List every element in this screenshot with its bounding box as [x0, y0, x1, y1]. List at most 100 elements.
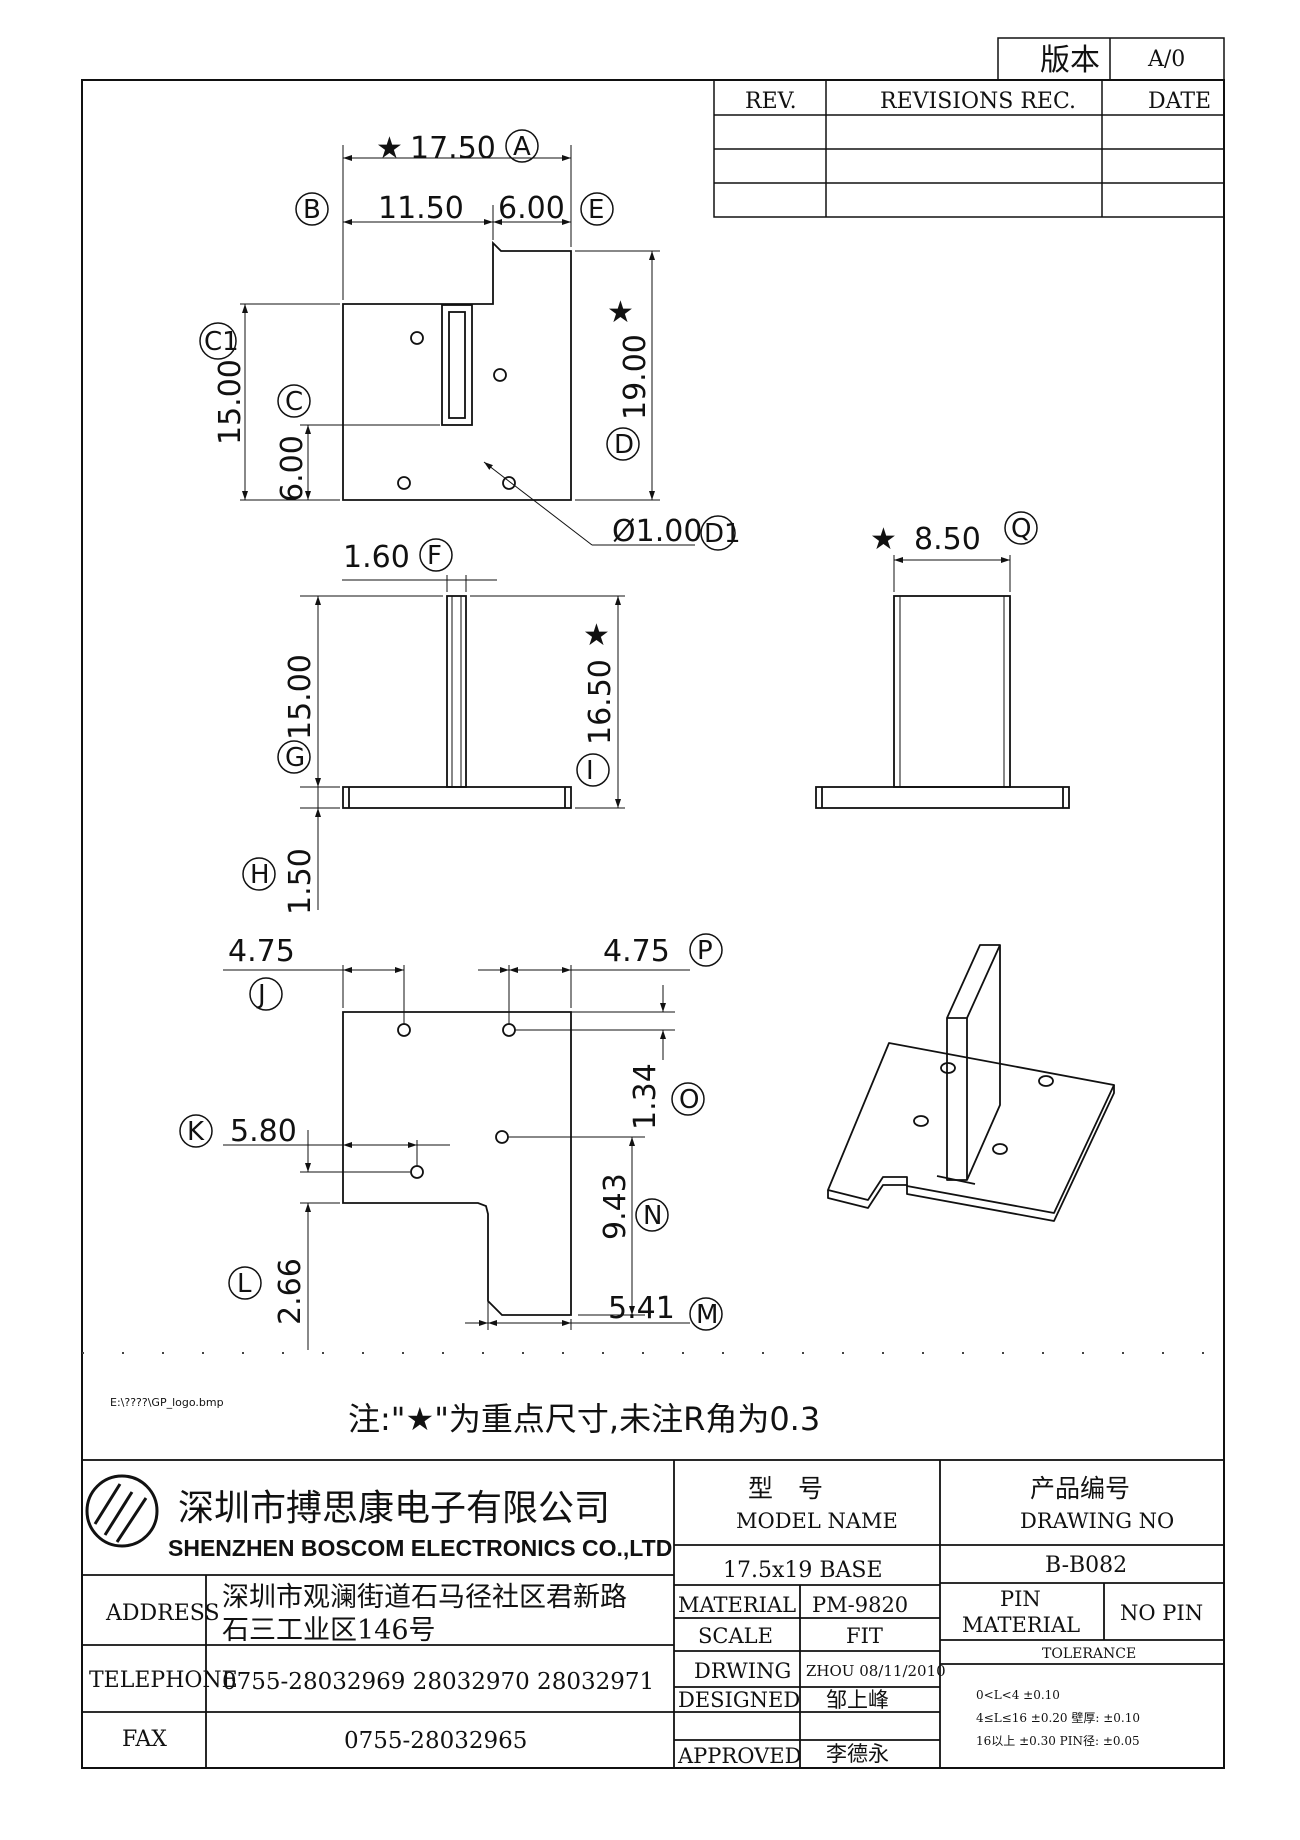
tag-circle [179, 1114, 213, 1148]
tag-j: J [256, 980, 266, 1010]
address-line-2: 石三工业区146号 [222, 1615, 436, 1646]
tag-a: A [513, 132, 531, 162]
star-mark: ★ [376, 131, 403, 166]
telephone-label: TELEPHONE [89, 1668, 238, 1693]
scale-value: FIT [846, 1624, 883, 1648]
tag-f: F [427, 541, 442, 571]
tag-circle [505, 129, 539, 163]
title-block-grid [81, 1459, 1225, 1769]
approved-value: 李德永 [826, 1742, 889, 1766]
dim-total-width: 17.50 [410, 131, 496, 166]
dim-slot-offset: 6.00 [275, 435, 310, 502]
dim-step-w: 5.41 [608, 1291, 675, 1326]
dim-hole-dia: Ø1.00 [612, 514, 702, 549]
drawing-value: B-B082 [1045, 1553, 1127, 1578]
model-label-cn: 型 号 [748, 1474, 823, 1503]
dim-right-width: 6.00 [498, 191, 565, 226]
company-logo [85, 1474, 159, 1548]
dim-right-hole: 4.75 [603, 934, 670, 969]
tag-circle [295, 192, 329, 226]
dim-total-height: 19.00 [618, 334, 653, 420]
pin-label-2: MATERIAL [962, 1613, 1080, 1637]
dim-height: 15.00 [213, 359, 248, 445]
tag-l: L [237, 1269, 252, 1299]
tag-circle [1004, 511, 1038, 545]
drawing-by-value: ZHOU 08/11/2010 [806, 1662, 946, 1680]
tag-circle [419, 538, 453, 572]
material-label: MATERIAL [678, 1593, 796, 1617]
tag-o: O [679, 1085, 699, 1115]
tag-b: B [303, 195, 321, 225]
star-mark: ★ [870, 522, 897, 557]
dim-step: 2.66 [273, 1258, 308, 1325]
designed-label: DESIGNED [678, 1688, 800, 1712]
star-mark: ★ [607, 295, 634, 330]
tag-circle [249, 977, 283, 1011]
note-text: 注:"★"为重点尺寸,未注R角为0.3 [348, 1400, 820, 1438]
date-col-header: DATE [1148, 89, 1211, 114]
tag-circle [671, 1082, 705, 1116]
dim-wall-height: 15.00 [283, 654, 318, 740]
tag-c: C [285, 387, 303, 417]
tag-i: I [586, 756, 594, 786]
model-value: 17.5x19 BASE [723, 1558, 883, 1583]
dim-wall-thk: 1.60 [343, 540, 410, 575]
star-mark: ★ [583, 618, 610, 653]
drawing-label-en: DRAWING NO [1020, 1509, 1174, 1533]
dim-wall-len: 8.50 [914, 522, 981, 557]
tag-circle [277, 384, 311, 418]
tag-circle [228, 1266, 262, 1300]
tag-circle [635, 1198, 669, 1232]
tolerance-line-3: 16以上 ±0.30 PIN径: ±0.05 [976, 1734, 1140, 1748]
drawing-by-label: DRWING [694, 1659, 791, 1683]
drawing-label-cn: 产品编号 [1030, 1474, 1130, 1503]
tolerance-line-1: 0<L<4 ±0.10 [976, 1688, 1060, 1702]
dim-mid-hole: 5.80 [230, 1114, 297, 1149]
dim-left-width: 11.50 [378, 191, 464, 226]
tag-e: E [588, 195, 604, 225]
tolerance-label: TOLERANCE [1042, 1646, 1136, 1662]
company-name-en: SHENZHEN BOSCOM ELECTRONICS CO.,LTD [168, 1535, 672, 1561]
tag-g: G [285, 743, 305, 773]
dim-base-thk: 1.50 [283, 848, 318, 915]
dim-total-height-front: 16.50 [583, 659, 618, 745]
isometric-view [827, 944, 1115, 1222]
tag-circle [689, 933, 723, 967]
front-view [300, 575, 625, 910]
tag-circle [199, 322, 237, 360]
material-value: PM-9820 [812, 1593, 908, 1617]
scale-label: SCALE [698, 1624, 773, 1648]
company-name-cn: 深圳市搏思康电子有限公司 [178, 1488, 610, 1529]
tag-n: N [643, 1201, 662, 1231]
tag-k: K [187, 1117, 205, 1147]
revisions-col-header: REVISIONS REC. [880, 89, 1076, 114]
logo-path: E:\????\GP_logo.bmp [110, 1396, 224, 1409]
pin-label-1: PIN [1000, 1587, 1041, 1611]
version-box: 版本 A/0 [997, 37, 1225, 81]
side-view [815, 555, 1070, 809]
address-line-1: 深圳市观澜街道石马径社区君新路 [222, 1582, 627, 1613]
tag-circle [277, 740, 311, 774]
fax-label: FAX [122, 1727, 167, 1752]
top-view [240, 145, 695, 546]
version-value: A/0 [1147, 47, 1185, 72]
tag-d1: D1 [704, 519, 741, 549]
dim-left-hole: 4.75 [228, 934, 295, 969]
bottom-view [223, 965, 690, 1350]
telephone-value: 0755-28032969 28032970 28032971 [222, 1669, 654, 1695]
dim-mid-hole-y: 9.43 [598, 1173, 633, 1240]
tag-circle [689, 1297, 723, 1331]
tag-circle [700, 515, 736, 551]
designed-value: 邹上峰 [826, 1688, 889, 1712]
tolerance-line-2: 4≤L≤16 ±0.20 壁厚: ±0.10 [976, 1710, 1140, 1725]
dim-hole-y: 1.34 [628, 1063, 663, 1130]
tag-circle [242, 857, 276, 891]
tag-circle [606, 427, 640, 461]
tag-h: H [250, 860, 270, 890]
version-label: 版本 [1040, 43, 1100, 78]
tag-p: P [697, 936, 713, 966]
pin-value: NO PIN [1120, 1601, 1203, 1625]
tag-d: D [614, 430, 634, 460]
tag-c1: C1 [204, 327, 239, 357]
